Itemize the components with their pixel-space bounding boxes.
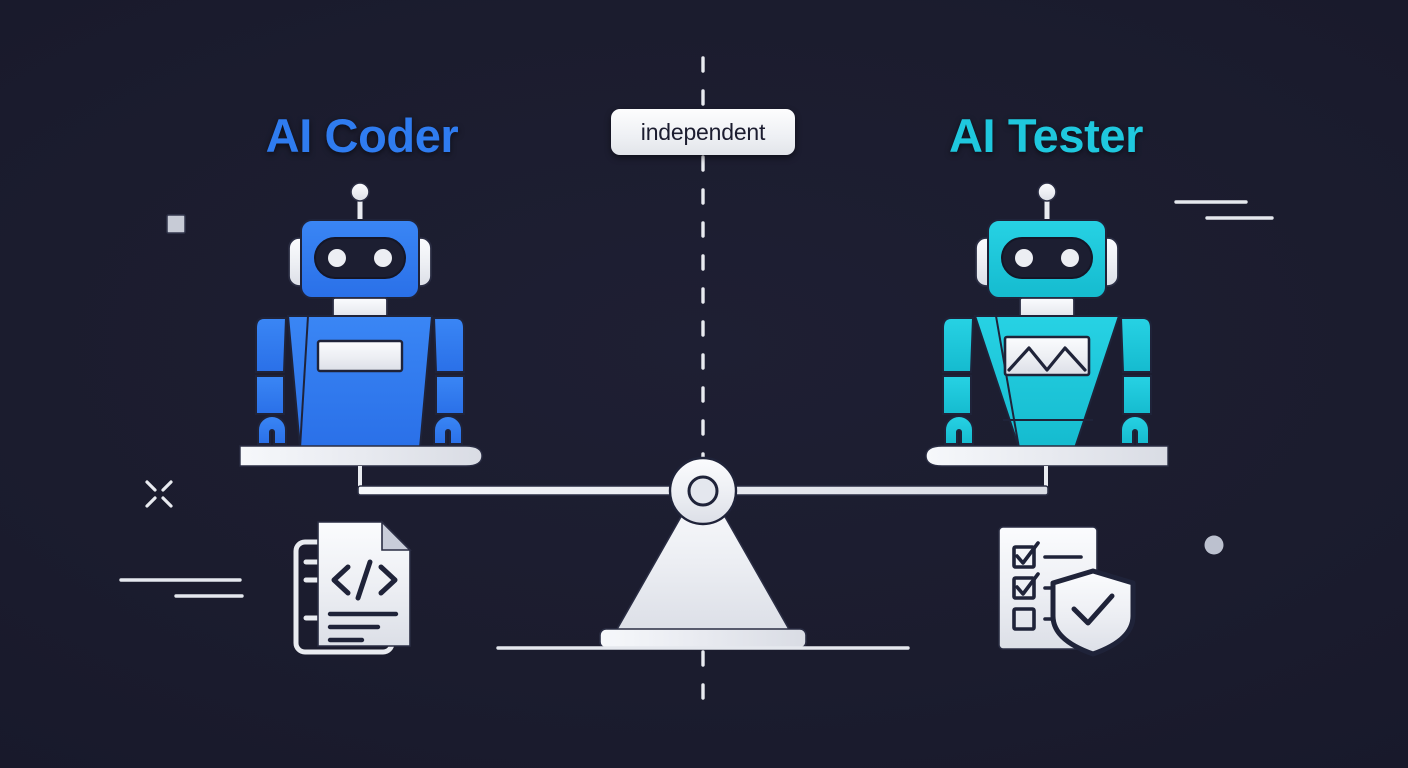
page-title-ai-tester: AI Tester [948,109,1144,162]
tester-robot-eye-left [1015,249,1033,267]
coder-robot-eye-right [374,249,392,267]
shield-badge [1050,568,1136,657]
balance-base [599,628,807,649]
tester-robot-arm-left [942,317,975,373]
code-document-fold [381,520,412,551]
tester-robot-torso-edge [995,315,1020,449]
tester-robot-visor [1001,237,1093,279]
tester-robot-forearm-left [942,375,972,415]
independent-badge-label: independent [640,118,766,145]
coder-robot-arm-left [255,317,288,373]
coder-robot-arm-right [432,317,465,373]
square-accent [166,214,186,234]
dot-accent [1204,535,1224,555]
tester-robot-eye-right [1061,249,1079,267]
coder-robot-torso-edge [299,315,309,449]
code-document-back-ticks [303,559,321,621]
balance-tray-right [925,445,1169,467]
line-accent-right [1174,200,1274,220]
coder-robot-eye-left [328,249,346,267]
balance-tray-left [239,445,483,467]
balance-pivot-inner [687,475,719,507]
tester-robot-chest-panel [1003,335,1091,377]
coder-robot-torso [286,315,434,449]
tester-robot-hand-left [944,415,974,445]
coder-robot-hand-left [257,415,287,445]
page-title-ai-coder: AI Coder [265,109,459,162]
checklist-check-1-icon [1015,541,1040,565]
coder-robot-chest-panel [316,339,404,373]
shield-check-icon [1071,593,1115,626]
tester-robot [942,182,1152,449]
tester-robot-antenna-bulb [1037,182,1057,202]
tester-robot-arm-right [1119,317,1152,373]
coder-robot-forearm-left [255,375,285,415]
independent-badge: independent [611,109,795,155]
coder-robot-antenna-bulb [350,182,370,202]
coder-robot-forearm-right [435,375,465,415]
decoration-layer [119,200,1274,598]
checklist-check-2-icon [1015,572,1040,596]
tester-robot-forearm-right [1122,375,1152,415]
checklist-checkbox-1[interactable] [1012,545,1036,569]
coder-robot-visor [314,237,406,279]
checklist-checkbox-3[interactable] [1012,607,1036,631]
checklist-checkbox-2[interactable] [1012,576,1036,600]
coder-robot-hand-right [433,415,463,445]
code-document-icon [293,520,412,655]
sparkle-accent [145,480,173,508]
code-angle-brackets-icon [331,559,398,601]
code-document-text-lines [327,611,399,643]
line-accent-left [119,578,244,598]
checklist-shield-icon [998,526,1136,657]
coder-robot [255,182,465,449]
tester-robot-waveform-icon [1007,346,1087,372]
tester-robot-hand-right [1120,415,1150,445]
balance-scale [239,445,1169,650]
